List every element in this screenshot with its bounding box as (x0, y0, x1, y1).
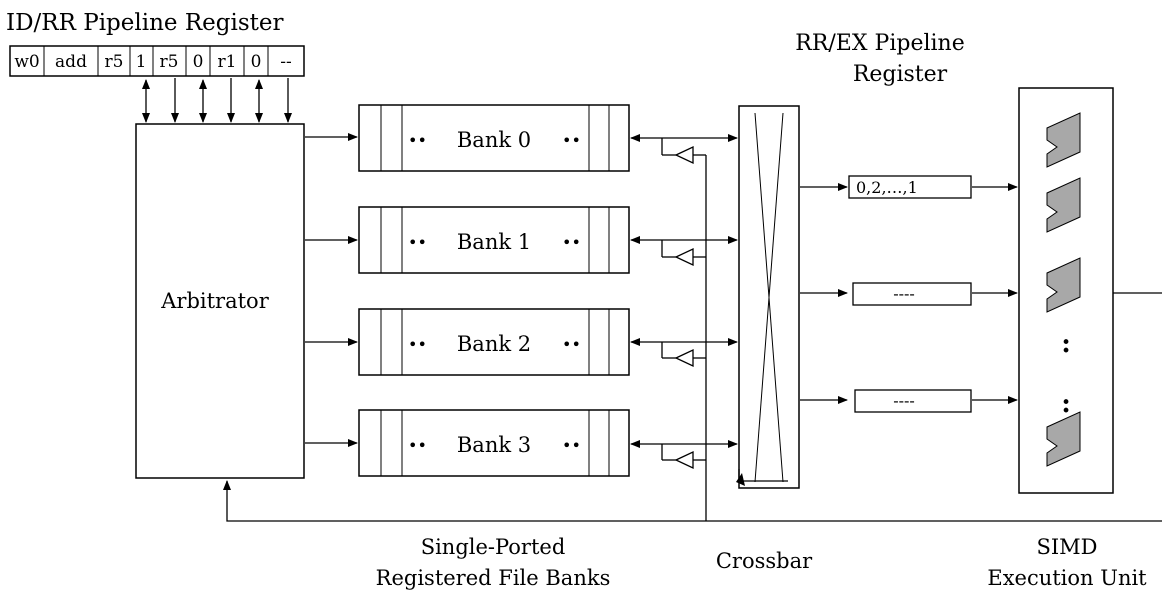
rr-ex-entry-0-text: 0,2,…,1 (856, 178, 918, 197)
rr-ex-to-simd-arrows (972, 183, 1018, 404)
alu-lane-1 (1046, 177, 1081, 233)
crossbar (736, 105, 800, 489)
id-rr-field-dst: r5 (105, 52, 124, 72)
id-rr-title: ID/RR Pipeline Register (6, 10, 284, 36)
rr-ex-entry-2: ---- (854, 389, 972, 413)
id-rr-field-opcode: add (55, 52, 87, 72)
bank-3-dots-right: •• (562, 436, 581, 455)
banks-caption-line1: Single-Ported (421, 535, 566, 559)
arbitrator-label: Arbitrator (160, 289, 269, 313)
alu-lane-2 (1046, 257, 1081, 313)
rr-ex-entry-1-text: ---- (893, 284, 915, 303)
bank-0: •• Bank 0 •• (358, 104, 630, 172)
bank-1-dots-right: •• (562, 233, 581, 252)
simd-caption-line1: SIMD (1036, 535, 1097, 559)
rr-ex-entry-1: ---- (852, 282, 972, 306)
rr-ex-title-line1: RR/EX Pipeline (795, 31, 964, 56)
simd-caption-line2: Execution Unit (987, 566, 1147, 590)
bank-3-dots-left: •• (408, 436, 427, 455)
bank-0-label: Bank 0 (457, 128, 531, 152)
bank-2-dots-right: •• (562, 335, 581, 354)
bank-2-dots-left: •• (408, 335, 427, 354)
bank-0-dots-left: •• (408, 131, 427, 150)
id-rr-field-src1-ready: 0 (193, 52, 204, 72)
bank-3: •• Bank 3 •• (358, 409, 630, 477)
rr-ex-title-line2: Register (853, 62, 948, 87)
arbitrator-to-bank-arrows (305, 133, 358, 447)
crossbar-to-rr-ex-arrows (800, 183, 848, 404)
bank-3-label: Bank 3 (457, 433, 531, 457)
crossbar-caption: Crossbar (716, 549, 813, 573)
bank-1-label: Bank 1 (457, 230, 531, 254)
simd-unit: : : (1018, 87, 1114, 494)
bank-1-dots-left: •• (408, 233, 427, 252)
bank-0-dots-right: •• (562, 131, 581, 150)
id-rr-register: w0 add r5 1 r5 0 r1 0 -- (9, 45, 305, 77)
writeback-path (223, 292, 1162, 522)
id-rr-field-dst-ready: 1 (136, 52, 147, 72)
simd-ellipsis-lower: : (1061, 389, 1071, 419)
rr-ex-entry-2-text: ---- (893, 391, 915, 410)
bank-2: •• Bank 2 •• (358, 308, 630, 376)
rr-ex-entry-0: 0,2,…,1 (848, 175, 972, 199)
register-to-arbitrator-arrows (142, 78, 292, 123)
simd-ellipsis-upper: : (1061, 329, 1071, 359)
arbitrator-box (135, 123, 305, 479)
bank-2-label: Bank 2 (457, 332, 531, 356)
alu-lane-0 (1046, 112, 1081, 168)
bank-1: •• Bank 1 •• (358, 206, 630, 274)
id-rr-field-src1: r5 (160, 52, 179, 72)
bank-crossbar-links (630, 134, 738, 521)
id-rr-field-src2-ready: 0 (251, 52, 262, 72)
id-rr-field-src2: r1 (218, 52, 237, 72)
id-rr-field-warp: w0 (14, 52, 39, 72)
alu-lane-n (1046, 411, 1081, 467)
banks-caption-line2: Registered File Banks (376, 566, 611, 590)
id-rr-field-extra: -- (280, 52, 292, 72)
